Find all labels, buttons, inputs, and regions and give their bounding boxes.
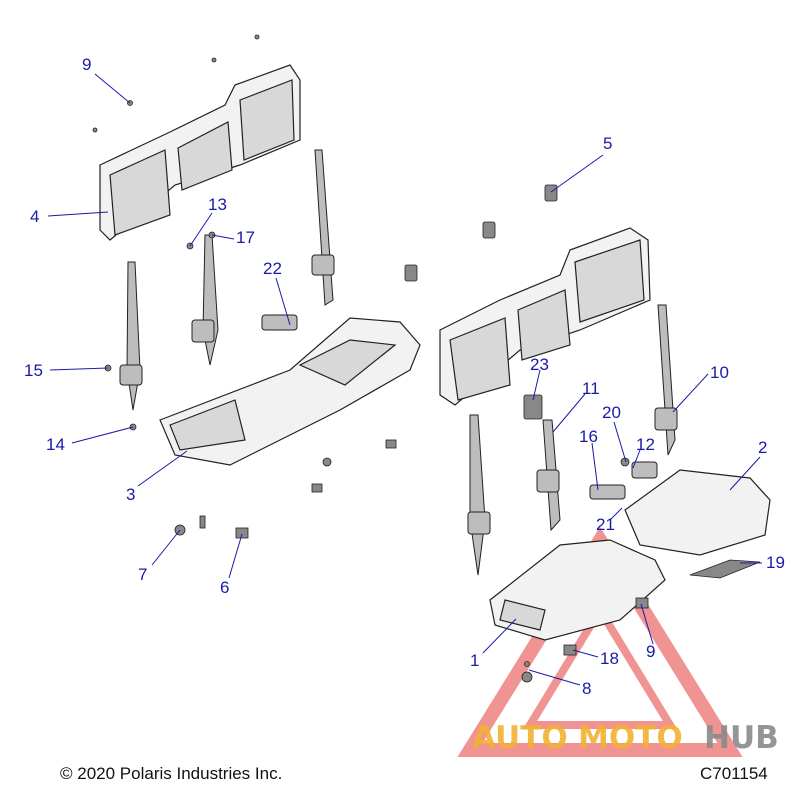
watermark-auto: AUTO <box>472 720 568 756</box>
callout-20: 20 <box>602 403 621 422</box>
rear-seat-back <box>99 64 301 241</box>
callout-19: 19 <box>766 553 785 572</box>
front-seat-back <box>439 227 651 406</box>
watermark-moto: MOTO <box>578 720 683 756</box>
callout-11: 11 <box>582 379 600 398</box>
callout-7: 7 <box>138 565 147 584</box>
watermark-hub: HUB <box>704 720 779 756</box>
copyright-text: © 2020 Polaris Industries Inc. <box>60 764 283 783</box>
callout-18: 18 <box>600 649 619 668</box>
callout-8: 8 <box>582 679 591 698</box>
callout-2: 2 <box>758 438 767 457</box>
callout-9-lower: 9 <box>646 642 655 661</box>
diagram-id: C701154 <box>700 764 768 783</box>
callout-4: 4 <box>30 207 39 226</box>
callout-14: 14 <box>46 435 65 454</box>
callout-3: 3 <box>126 485 135 504</box>
watermark-logo: AUTO MOTO HUB <box>472 720 779 756</box>
seat-belts <box>119 149 678 576</box>
rear-seat-bottom <box>159 317 421 466</box>
callout-6: 6 <box>220 578 229 597</box>
callouts: 9 4 13 17 22 15 14 3 7 6 5 10 23 11 20 1… <box>24 55 785 698</box>
callout-13: 13 <box>208 195 227 214</box>
watermark-triangle <box>457 526 743 757</box>
hardware <box>92 34 761 683</box>
callout-15: 15 <box>24 361 43 380</box>
leader-lines <box>47 73 762 686</box>
callout-22: 22 <box>263 259 282 278</box>
callout-1: 1 <box>470 651 479 670</box>
callout-10: 10 <box>710 363 729 382</box>
callout-23: 23 <box>530 355 549 374</box>
callout-16: 16 <box>579 427 598 446</box>
callout-17: 17 <box>236 228 255 247</box>
callout-21: 21 <box>596 515 615 534</box>
callout-9-upper: 9 <box>82 55 91 74</box>
callout-5: 5 <box>603 134 612 153</box>
front-seat-bottom-right <box>624 469 771 556</box>
front-seat-bottom-left <box>489 539 666 641</box>
callout-12: 12 <box>636 435 655 454</box>
